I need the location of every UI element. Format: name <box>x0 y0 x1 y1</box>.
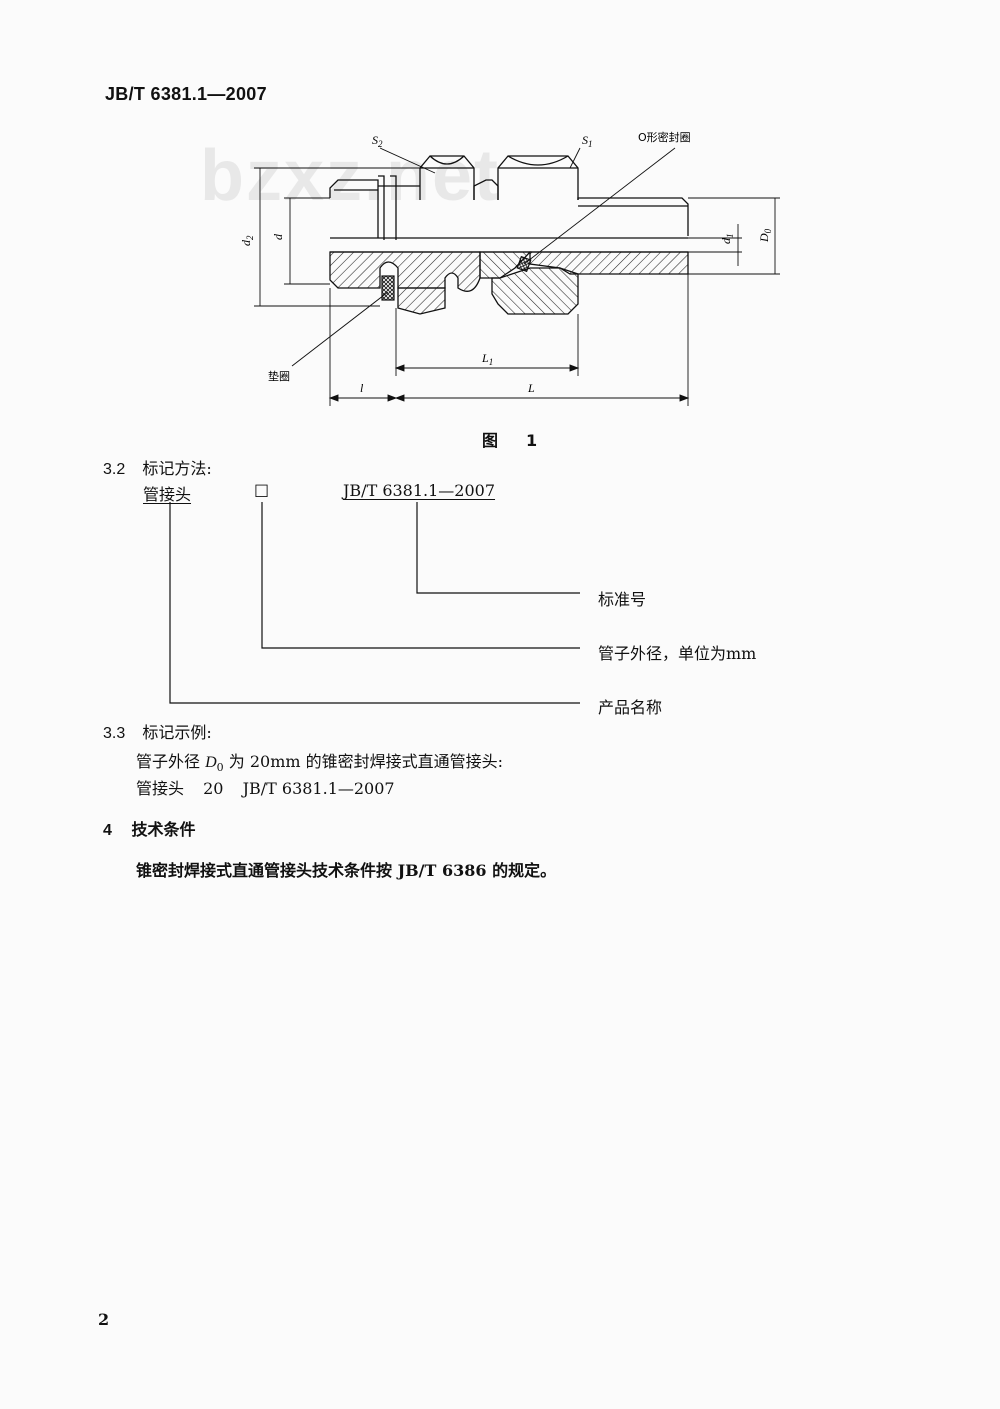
document-code-header: JB/T 6381.1—2007 <box>105 84 267 104</box>
section-number: 3.3 <box>103 725 126 742</box>
label-d: d <box>271 233 285 240</box>
section-4-body: 锥密封焊接式直通管接头技术条件按 JB/T 6386 的规定。 <box>136 861 557 880</box>
marking-standard: JB/T 6381.1—2007 <box>343 481 496 500</box>
watermark: bzxz.net <box>200 136 501 216</box>
marking-product: 管接头 <box>143 485 192 504</box>
label-L: L <box>527 381 535 395</box>
label-d1: d1 <box>719 234 735 245</box>
section-3-2-heading: 3.2 标记方法: <box>103 455 212 479</box>
label-l: l <box>360 381 364 395</box>
label-D0: D0 <box>757 228 773 243</box>
section-title: 标记方法: <box>142 459 212 478</box>
label-s2: S2 <box>372 133 383 149</box>
legend-standard-number: 标准号 <box>598 590 647 609</box>
section-3-3-heading: 3.3 标记示例: <box>103 719 212 743</box>
example-marking: 管接头 20 JB/T 6381.1—2007 <box>136 779 395 798</box>
page-number: 2 <box>98 1310 110 1329</box>
figure-caption: 图 1 <box>482 431 544 450</box>
label-gasket: 垫圈 <box>268 369 290 383</box>
label-L1: L1 <box>481 351 493 367</box>
label-o-ring: O形密封圈 <box>638 130 691 144</box>
section-4-heading: 4 技术条件 <box>103 816 196 840</box>
section-number: 3.2 <box>103 461 126 478</box>
marking-box: □ <box>254 480 270 499</box>
legend-product-name: 产品名称 <box>598 698 663 717</box>
section-number: 4 <box>103 822 112 839</box>
section-title: 标记示例: <box>142 723 212 742</box>
label-d2: d2 <box>239 235 255 246</box>
section-title: 技术条件 <box>131 820 196 839</box>
example-description: 管子外径 D0 为 20mm 的锥密封焊接式直通管接头: <box>136 752 504 775</box>
marking-leader-lines <box>169 502 580 704</box>
label-s1: S1 <box>582 133 593 149</box>
legend-pipe-diameter: 管子外径，单位为mm <box>598 644 757 663</box>
fitting-drawing: S2 S1 O形密封圈 垫圈 d2 d d1 D0 L1 l L <box>239 130 780 406</box>
